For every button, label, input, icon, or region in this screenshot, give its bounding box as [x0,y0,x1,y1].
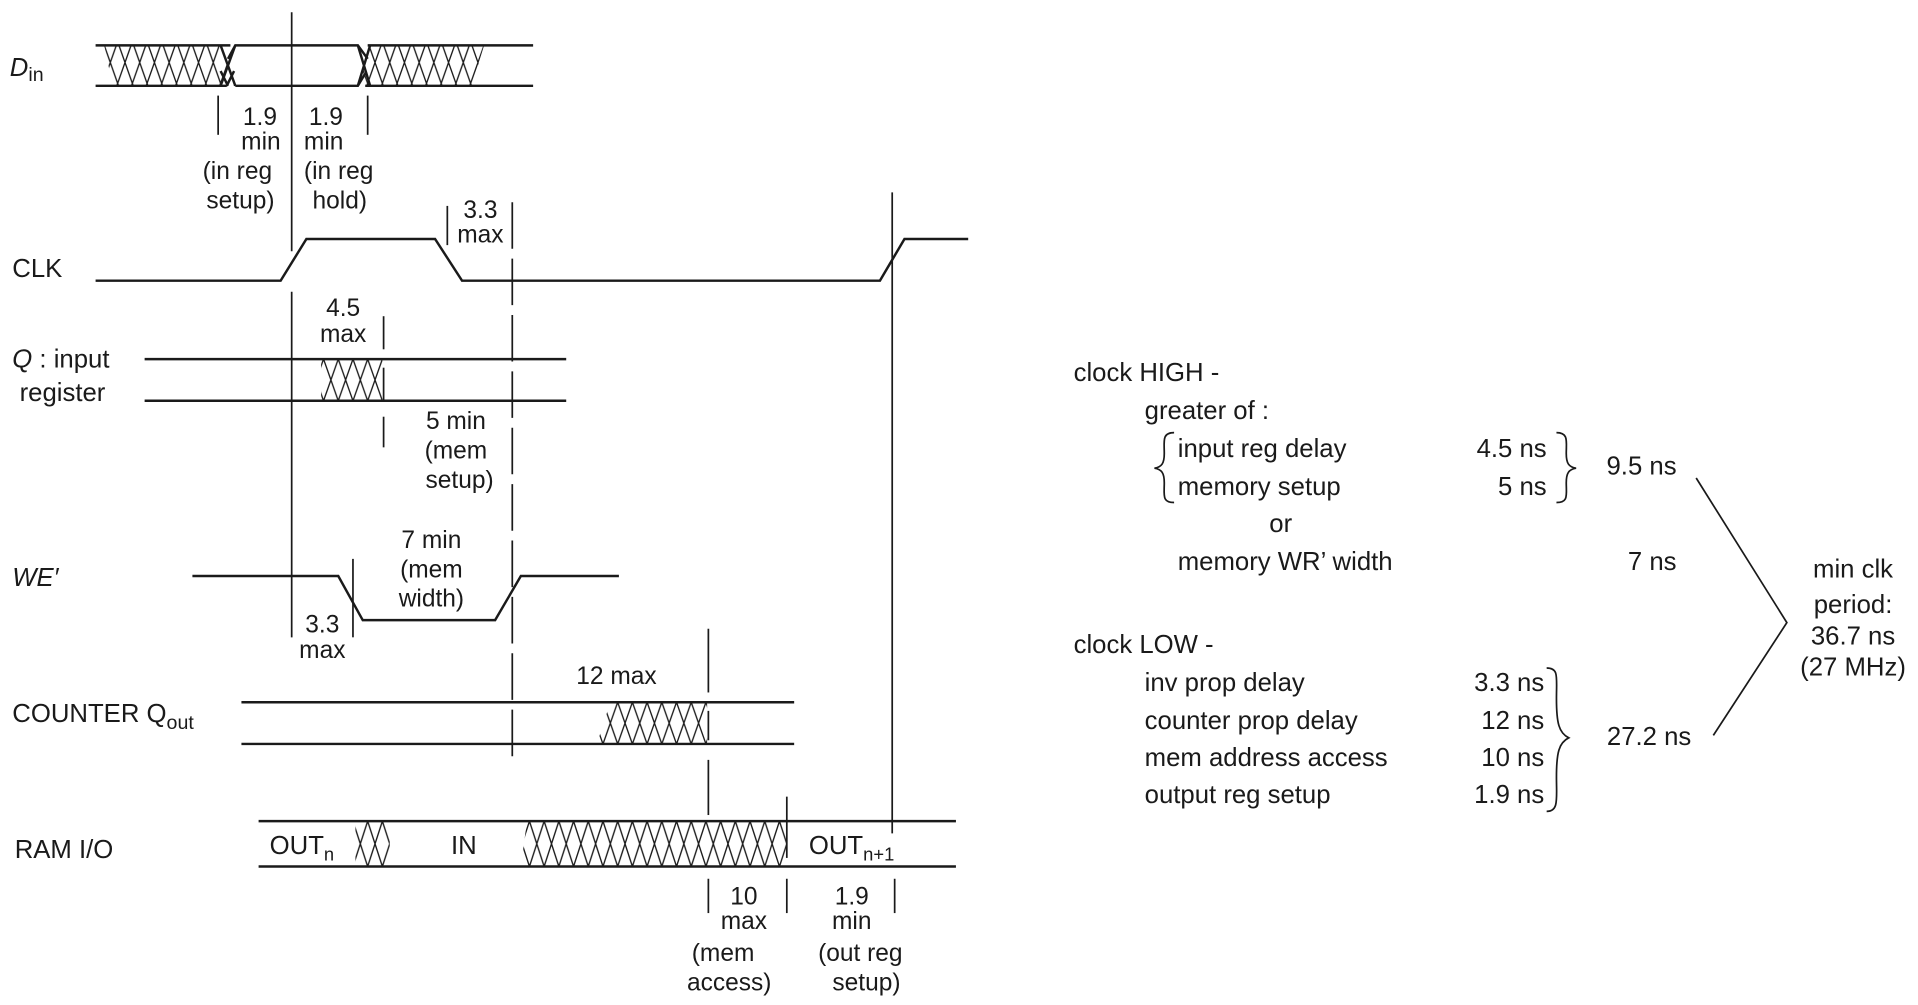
low-brace [1546,667,1571,813]
svg-text:36.7 ns: 36.7 ns [1811,623,1895,651]
svg-text:4.5 ns: 4.5 ns [1477,435,1547,463]
svg-text:width): width) [398,586,464,613]
q-transition-region [321,359,383,401]
din-invalid-region-1 [104,45,236,86]
right-brace [1556,431,1577,504]
mem-access-annotation: 10 max (mem access) [687,883,771,996]
clk-fall-annotation: 3.3 max [457,197,503,249]
svg-text:(mem: (mem [692,940,755,967]
ramio-out-n1: OUTn+1 [809,832,894,864]
counter-label: COUNTER Qout [12,700,194,734]
result-connector [1695,477,1788,736]
svg-text:1.9: 1.9 [243,104,277,131]
svg-text:10 ns: 10 ns [1481,744,1544,772]
svg-text:access): access) [687,969,771,996]
svg-text:(27 MHz): (27 MHz) [1800,653,1906,681]
svg-text:inv prop delay: inv prop delay [1145,669,1305,697]
svg-text:min: min [832,908,871,935]
mem-setup-annotation: 5 min (mem setup) [425,408,494,494]
svg-text:3.3: 3.3 [305,611,339,638]
svg-text:(mem: (mem [400,556,463,583]
svg-text:3.3: 3.3 [463,197,497,224]
svg-text:setup): setup) [832,969,900,996]
svg-text:output reg setup: output reg setup [1145,781,1331,809]
clk-label: CLK [12,255,62,283]
input-reg-delay-annotation: 4.5 max [320,295,366,348]
svg-text:min clk: min clk [1813,555,1893,583]
mem-width-annotation: 7 min (mem width) [398,527,464,613]
svg-text:setup): setup) [426,467,494,494]
svg-text:1.9: 1.9 [309,104,343,131]
ramio-out-n: OUTn [270,832,335,864]
svg-text:max: max [320,321,366,348]
svg-text:input reg delay: input reg delay [1178,435,1347,463]
svg-text:1.9 ns: 1.9 ns [1474,781,1544,809]
svg-text:(mem: (mem [425,437,488,464]
svg-text:5 ns: 5 ns [1498,473,1547,501]
svg-text:7 min: 7 min [401,527,461,554]
clock-low-heading: clock LOW - [1074,631,1214,659]
din-label: Din [10,54,44,86]
svg-text:5 min: 5 min [426,408,486,435]
out-reg-setup-annotation: 1.9 min (out reg setup) [818,883,902,996]
svg-text:4.5: 4.5 [326,295,360,322]
we-signal: WE′ [12,564,619,622]
we-label: WE′ [12,564,59,592]
we-delay-annotation: 3.3 max [299,611,345,664]
svg-text:memory WR’ width: memory WR’ width [1178,548,1393,576]
svg-text:12 ns: 12 ns [1481,707,1544,735]
svg-text:min: min [241,129,280,156]
svg-text:memory setup: memory setup [1178,473,1341,501]
in-reg-setup-annotation: 1.9 min (in reg setup) [203,104,281,214]
clk-signal: CLK [12,237,969,283]
svg-text:7 ns: 7 ns [1628,548,1677,576]
clock-high-subtotal: 9.5 ns [1607,452,1677,480]
svg-text:max: max [721,908,767,935]
svg-text:min: min [304,129,343,156]
min-clk-period-result: min clk period: 36.7 ns (27 MHz) [1800,555,1906,681]
left-brace [1154,431,1175,504]
ramio-transition-1 [355,821,390,867]
din-signal: Din [10,44,534,88]
svg-text:greater of :: greater of : [1145,397,1269,425]
ramio-in: IN [451,832,477,860]
svg-text:1.9: 1.9 [835,883,869,910]
q-label: Q : input [12,346,109,374]
svg-text:setup): setup) [206,187,274,214]
q-label-line2: register [20,379,106,407]
q-signal: Q : input register [12,346,567,407]
clock-high-summary: clock HIGH - greater of : input reg dela… [1074,359,1677,576]
svg-text:period:: period: [1814,591,1893,619]
svg-text:or: or [1269,510,1292,538]
svg-text:hold): hold) [313,187,367,214]
svg-text:(in reg: (in reg [203,158,272,185]
ramio-transition-2 [520,821,787,867]
din-invalid-region-2 [360,45,485,86]
we-waveform [192,574,619,622]
svg-text:10: 10 [730,883,757,910]
svg-text:(in reg: (in reg [304,158,373,185]
ramio-label: RAM I/O [15,836,114,864]
clk-waveform [95,237,969,282]
svg-text:mem address access: mem address access [1145,744,1388,772]
svg-text:counter prop delay: counter prop delay [1145,707,1358,735]
svg-text:max: max [457,222,503,249]
in-reg-hold-annotation: 1.9 min (in reg hold) [304,104,373,214]
svg-text:(out reg: (out reg [818,940,902,967]
clock-high-heading: clock HIGH - [1074,359,1220,387]
counter-signal: COUNTER Qout [12,700,795,746]
clock-low-summary: clock LOW - inv prop delay 3.3 ns counte… [1074,631,1691,813]
svg-text:3.3 ns: 3.3 ns [1474,669,1544,697]
counter-transition-region [596,702,708,744]
ramio-signal: RAM I/O OUTn IN OUTn+1 [15,819,956,868]
svg-text:max: max [299,637,345,664]
clock-low-subtotal: 27.2 ns [1607,723,1691,751]
counter-delay-annotation: 12 max [576,663,656,690]
